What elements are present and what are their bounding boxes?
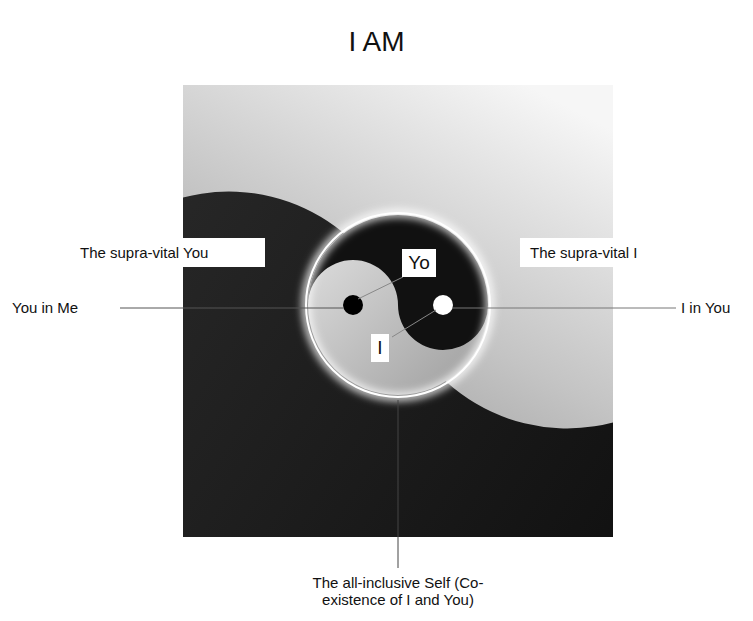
white-dot: [433, 295, 453, 315]
label-box: I: [371, 334, 389, 362]
box-text: The supra-vital I: [530, 244, 638, 261]
leader-line: [453, 308, 676, 309]
callout-text: You in Me: [12, 299, 78, 316]
callout-block: The all-inclusive Self (Co-existence of …: [298, 574, 498, 608]
leader-line: [120, 308, 343, 309]
box-text: I: [377, 337, 382, 359]
leader-line: [398, 400, 399, 568]
callout-text: I in You: [681, 299, 730, 316]
title: I AM: [348, 26, 404, 57]
leader-line: [392, 310, 436, 337]
callout-text: The all-inclusive Self (Co-existence of …: [313, 574, 484, 608]
label-box: The supra-vital You: [70, 238, 265, 267]
label-box: Yo: [402, 249, 436, 277]
box-text: Yo: [408, 252, 430, 274]
title-block: I AM: [0, 26, 753, 58]
box-text: The supra-vital You: [80, 244, 208, 261]
callout-block: You in Me: [12, 299, 78, 316]
leader-line: [358, 277, 403, 299]
callout-block: I in You: [681, 299, 730, 316]
ring: [306, 213, 490, 397]
label-box: The supra-vital I: [520, 238, 680, 267]
glow-ring: [306, 213, 490, 397]
dark-swirl: [183, 85, 613, 537]
